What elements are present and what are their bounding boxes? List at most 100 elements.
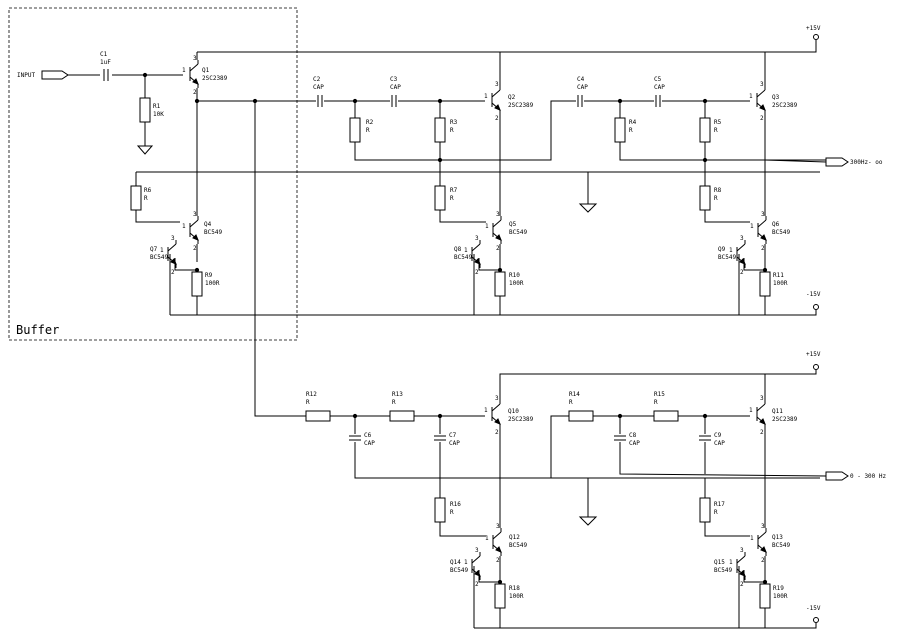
svg-text:2: 2 <box>193 89 197 96</box>
svg-text:CAP: CAP <box>629 440 640 447</box>
svg-text:R5: R5 <box>714 119 722 126</box>
resistor-r2: R2R <box>349 117 374 143</box>
svg-text:1: 1 <box>484 407 488 414</box>
svg-text:R: R <box>714 127 718 134</box>
ground-symbol <box>136 135 154 155</box>
svg-text:BC549: BC549 <box>509 542 527 549</box>
svg-text:R: R <box>450 127 454 134</box>
svg-text:Q8: Q8 <box>454 246 462 253</box>
rail-neg-bottom: -15V <box>806 605 821 623</box>
svg-text:R: R <box>629 127 633 134</box>
svg-text:3: 3 <box>740 235 744 242</box>
svg-text:2: 2 <box>496 245 500 252</box>
svg-text:Q4: Q4 <box>204 221 212 228</box>
svg-text:C8: C8 <box>629 432 637 439</box>
svg-text:100R: 100R <box>509 280 524 287</box>
svg-text:R: R <box>569 399 573 406</box>
svg-text:Q11: Q11 <box>772 408 783 415</box>
svg-text:BC549: BC549 <box>150 254 168 261</box>
svg-text:R: R <box>450 195 454 202</box>
svg-text:R14: R14 <box>569 391 580 398</box>
svg-text:1uF: 1uF <box>100 59 111 66</box>
svg-text:1: 1 <box>750 223 754 230</box>
svg-text:1: 1 <box>729 247 733 254</box>
svg-text:2SC2389: 2SC2389 <box>772 416 798 423</box>
svg-text:1: 1 <box>182 223 186 230</box>
svg-text:100R: 100R <box>205 280 220 287</box>
svg-text:-15V: -15V <box>806 605 821 612</box>
svg-text:Q9: Q9 <box>718 246 726 253</box>
svg-text:C4: C4 <box>577 76 585 83</box>
svg-text:3: 3 <box>760 81 764 88</box>
svg-text:R4: R4 <box>629 119 637 126</box>
svg-text:R3: R3 <box>450 119 458 126</box>
svg-text:3: 3 <box>761 211 765 218</box>
resistor-r6: R6R <box>130 185 152 211</box>
svg-text:BC549: BC549 <box>718 254 736 261</box>
svg-text:R: R <box>392 399 396 406</box>
svg-text:2: 2 <box>760 115 764 122</box>
svg-text:Q1: Q1 <box>202 67 210 74</box>
svg-text:3: 3 <box>761 523 765 530</box>
svg-text:C3: C3 <box>390 76 398 83</box>
svg-text:2: 2 <box>495 115 499 122</box>
svg-text:3: 3 <box>760 395 764 402</box>
svg-text:2SC2389: 2SC2389 <box>508 102 534 109</box>
svg-text:R13: R13 <box>392 391 403 398</box>
svg-text:C1: C1 <box>100 51 108 58</box>
svg-text:Q3: Q3 <box>772 94 780 101</box>
buffer-label: Buffer <box>16 323 59 337</box>
svg-text:Q12: Q12 <box>509 534 520 541</box>
svg-text:R15: R15 <box>654 391 665 398</box>
svg-text:R10: R10 <box>509 272 520 279</box>
input-label: INPUT <box>17 72 35 79</box>
svg-text:3: 3 <box>495 395 499 402</box>
svg-text:BC549: BC549 <box>204 229 222 236</box>
svg-text:1: 1 <box>464 247 468 254</box>
svg-text:Q14: Q14 <box>450 559 461 566</box>
svg-text:3: 3 <box>475 235 479 242</box>
svg-text:2: 2 <box>760 429 764 436</box>
svg-text:1: 1 <box>464 559 468 566</box>
rail-pos-bottom: +15V <box>806 351 821 370</box>
svg-text:2SC2389: 2SC2389 <box>772 102 798 109</box>
svg-text:R17: R17 <box>714 501 725 508</box>
svg-text:BC549: BC549 <box>772 542 790 549</box>
svg-text:R6: R6 <box>144 187 152 194</box>
svg-text:Q10: Q10 <box>508 408 519 415</box>
svg-text:R19: R19 <box>773 585 784 592</box>
svg-text:R: R <box>366 127 370 134</box>
svg-text:BC549: BC549 <box>714 567 732 574</box>
svg-text:2: 2 <box>761 245 765 252</box>
svg-text:Q6: Q6 <box>772 221 780 228</box>
svg-text:R: R <box>450 509 454 516</box>
svg-text:2: 2 <box>475 269 479 276</box>
svg-text:2: 2 <box>475 581 479 588</box>
svg-text:1: 1 <box>749 407 753 414</box>
resistor-r8: R8R <box>699 185 722 211</box>
svg-text:Q13: Q13 <box>772 534 783 541</box>
svg-text:R16: R16 <box>450 501 461 508</box>
svg-text:3: 3 <box>496 211 500 218</box>
